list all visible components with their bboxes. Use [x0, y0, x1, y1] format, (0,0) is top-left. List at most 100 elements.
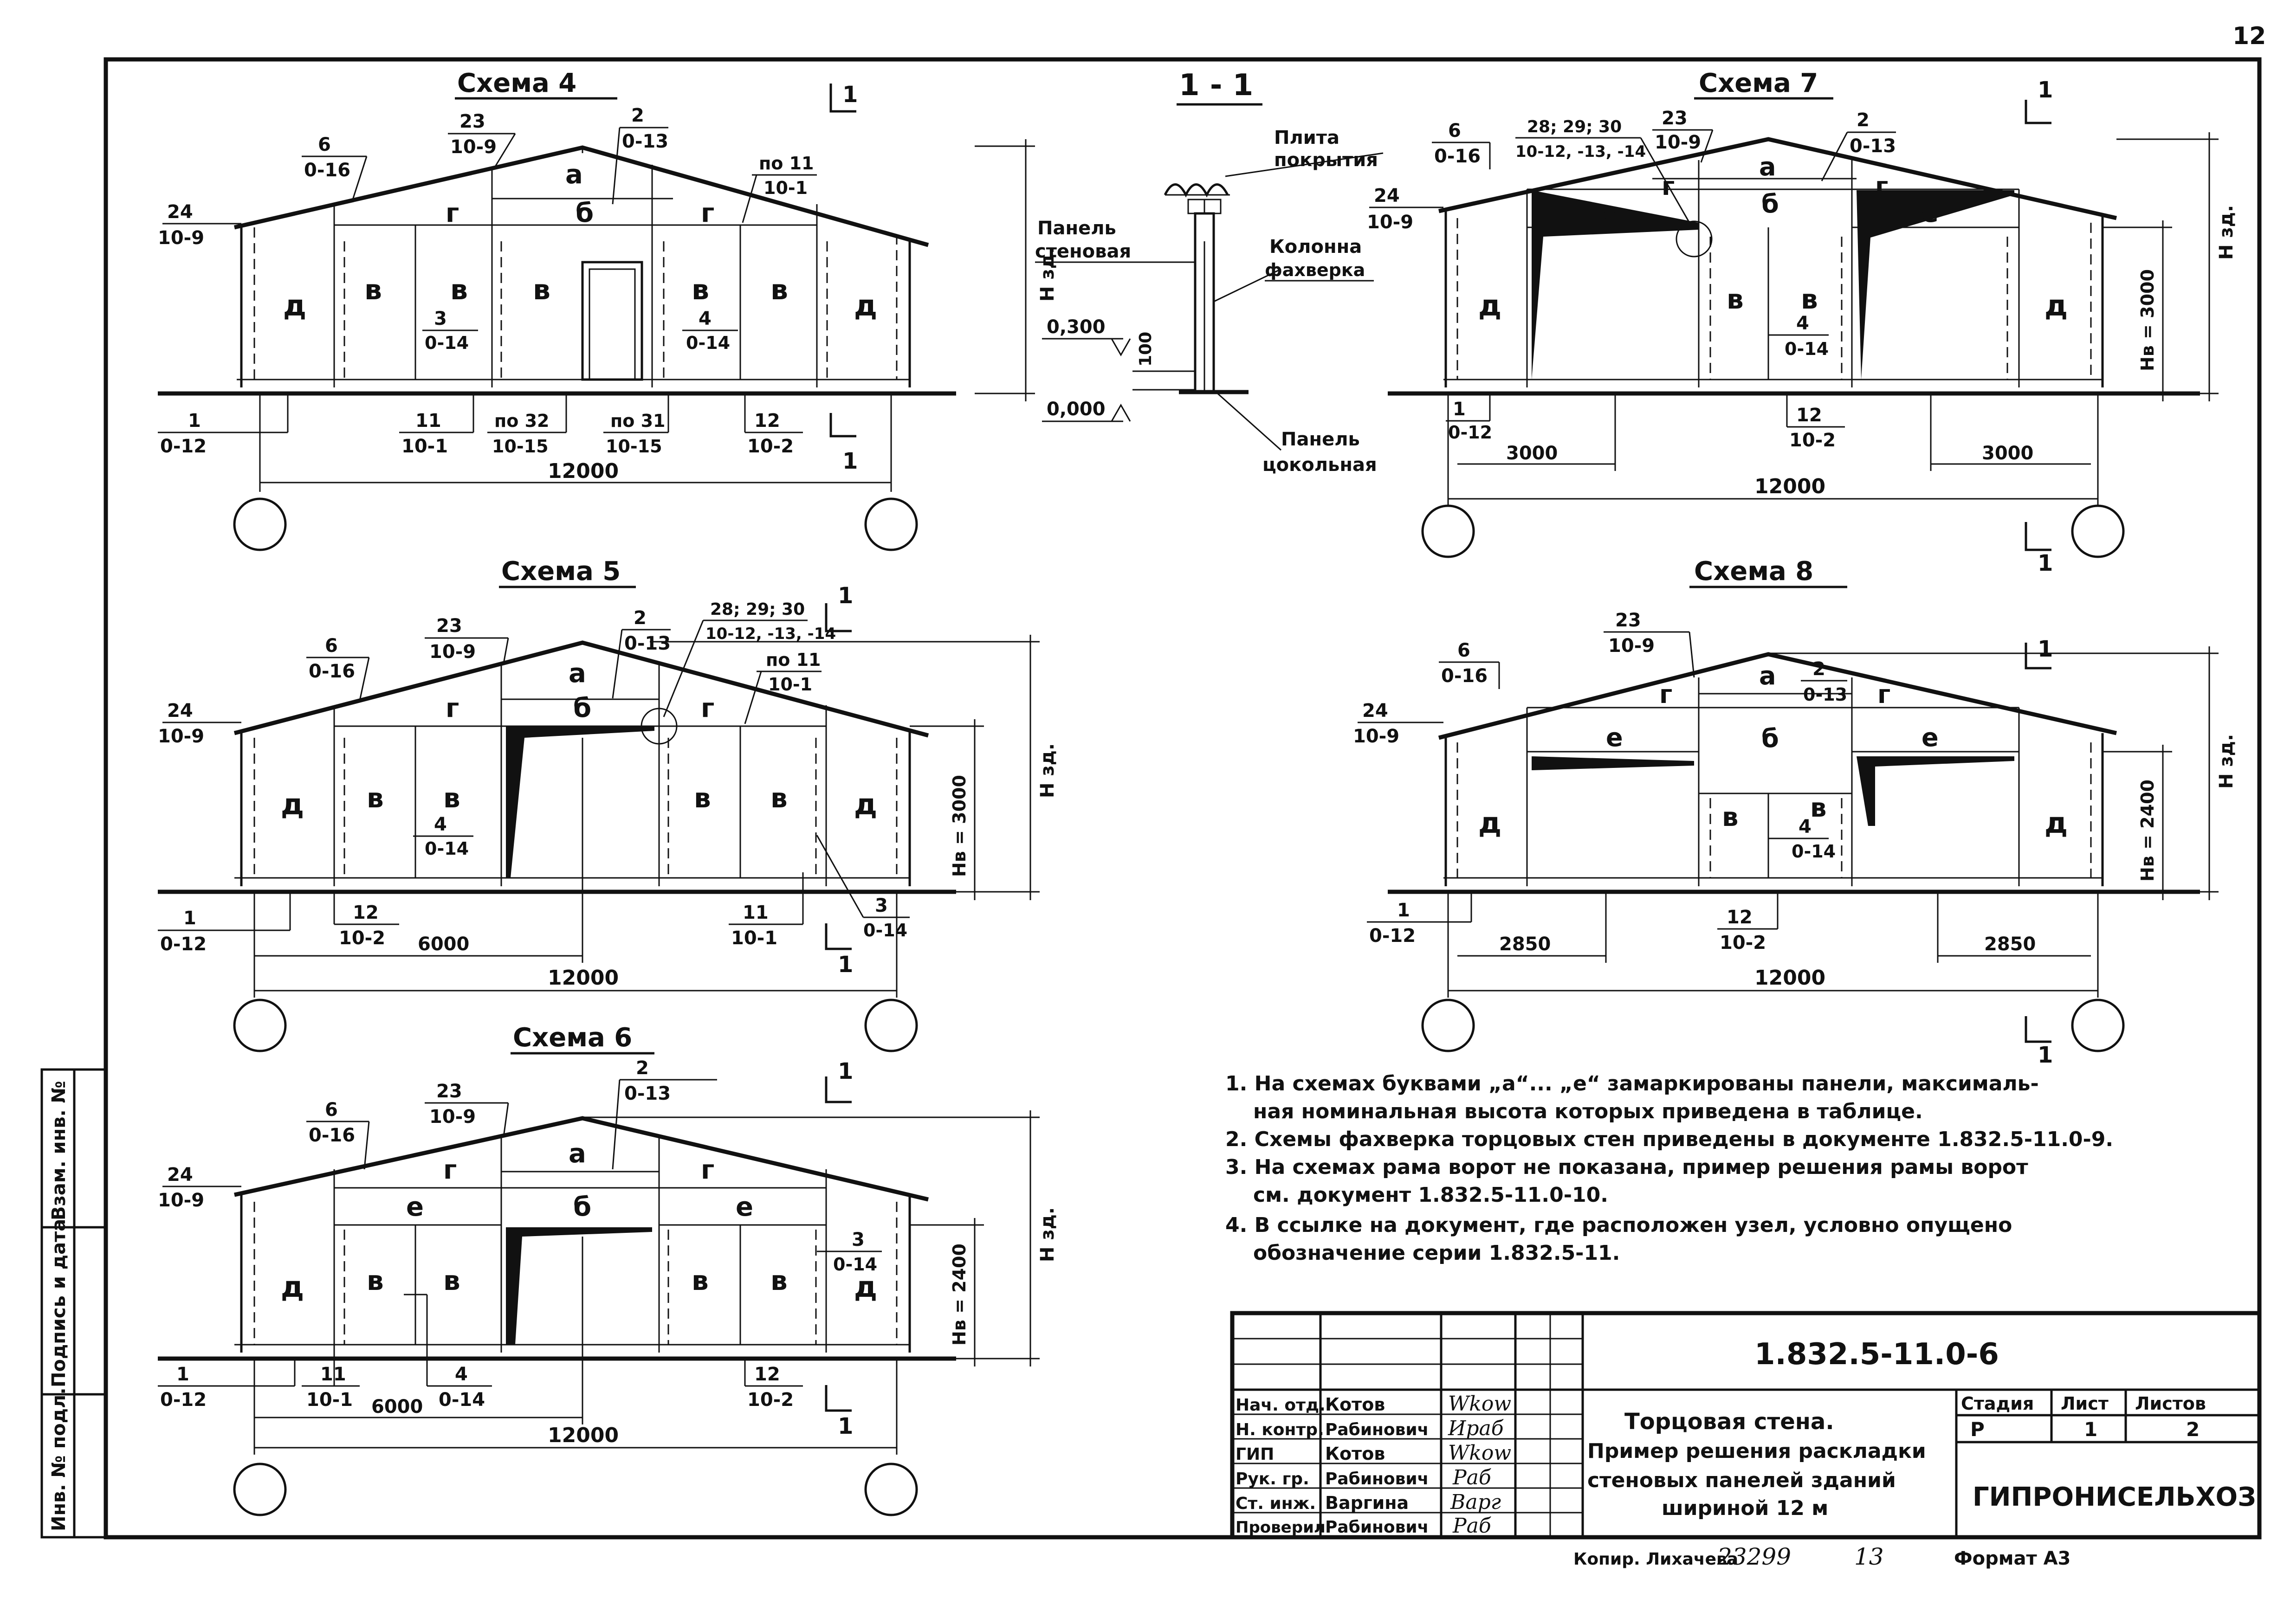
ref: 10-2 — [339, 928, 385, 949]
sheet-label: Лист — [2061, 1393, 2109, 1414]
ref: 0-13 — [624, 1083, 671, 1104]
signer-role: Проверил — [1236, 1518, 1326, 1537]
label-column: фахверка — [1265, 260, 1365, 280]
ref: 0-13 — [1850, 135, 1896, 157]
scheme-5: Схема 5 а б г г д д в в в в 24 10-9 6 — [158, 556, 1058, 1052]
ref: 10-1 — [306, 1389, 353, 1411]
scheme6-dim-left: 6000 — [371, 1396, 423, 1418]
ref: 0-13 — [624, 633, 671, 654]
ref: 24 — [167, 201, 193, 223]
scheme8-panel-v2: в — [1810, 793, 1826, 823]
ref: 24 — [1362, 700, 1388, 722]
scheme-6: Схема 6 а б г г е е д д в в в в 24 — [158, 1023, 1058, 1516]
notes: 1. На схемах буквами „а“... „е“ замаркир… — [1225, 1072, 2113, 1265]
signer-role: ГИП — [1236, 1445, 1274, 1464]
note-line: 3. На схемах рама ворот не показана, при… — [1225, 1155, 2028, 1179]
ref: 0-12 — [1448, 422, 1492, 443]
scheme7-panel-b: б — [1761, 189, 1779, 219]
ref: 10-9 — [1608, 635, 1655, 657]
scheme8-dim-left: 2850 — [1499, 934, 1551, 955]
scheme7-height: H зд. — [2216, 205, 2237, 260]
ref: 0-16 — [309, 1125, 355, 1146]
scheme6-panel-a: а — [569, 1139, 586, 1169]
scheme8-dim-right: 2850 — [1984, 934, 2036, 955]
scheme5-dim-left: 6000 — [418, 934, 469, 955]
scheme8-panel-a: а — [1759, 661, 1776, 690]
ref: 11 — [743, 902, 769, 923]
scheme5-panel-v1: в — [367, 782, 384, 814]
ref: 10-12, -13, -14 — [705, 625, 836, 643]
scheme4-panel-d1: д — [283, 289, 306, 322]
note-line: 4. В ссылке на документ, где расположен … — [1225, 1213, 2012, 1237]
cut-mark: 1 — [842, 448, 858, 474]
ref: 11 — [320, 1364, 346, 1385]
ref: 28; 29; 30 — [1527, 117, 1622, 136]
scheme7-hv: Hв = 3000 — [2137, 269, 2158, 371]
signer-role: Н. контр. — [1236, 1420, 1324, 1439]
stamp-replaced-inv: Взам. инв. № — [48, 1081, 70, 1220]
note-line: 2. Схемы фахверка торцовых стен приведен… — [1225, 1128, 2113, 1151]
scheme7-panel-v2: в — [1801, 284, 1818, 315]
scheme8-panel-b: б — [1761, 724, 1779, 753]
ref: 10-9 — [429, 641, 476, 663]
sheet-number: 12 — [2232, 22, 2266, 50]
ref: 6 — [1448, 120, 1461, 142]
ref: 10-9 — [158, 1190, 204, 1211]
ref: 0-16 — [1441, 665, 1488, 687]
scheme7-panel-e2: е — [1922, 199, 1939, 228]
signer-signature: Wkоw — [1448, 1392, 1511, 1416]
cut-mark: 1 — [2038, 1042, 2053, 1068]
scheme8-panel-e1: е — [1606, 723, 1623, 752]
cut-mark: 1 — [838, 1058, 853, 1084]
scheme7-panel-v1: в — [1727, 284, 1744, 315]
scheme6-panel-v3: в — [692, 1265, 709, 1296]
scheme5-panel-v4: в — [770, 782, 788, 814]
ref: 0-14 — [686, 333, 730, 353]
ref: 0-12 — [1369, 925, 1416, 947]
label-plinth: Панель — [1281, 429, 1360, 450]
signer-role: Ст. инж. — [1236, 1494, 1316, 1513]
scheme6-height: H зд. — [1037, 1207, 1058, 1262]
copy-label: Копир. Лихачева — [1573, 1550, 1738, 1569]
scheme4-height: H зд. — [1037, 247, 1058, 302]
signer-signature: Варг — [1450, 1490, 1501, 1514]
sheet-value: 1 — [2084, 1418, 2097, 1441]
scheme8-panel-v1: в — [1722, 802, 1738, 832]
scheme4-panel-v4: в — [692, 274, 709, 306]
ref: 4 — [699, 308, 712, 329]
ref: 6 — [318, 134, 331, 155]
ref: 24 — [167, 700, 193, 722]
ref: 6 — [325, 1099, 338, 1121]
scheme-4-title: Схема 4 — [457, 68, 576, 98]
scheme6-panel-b: б — [573, 1192, 591, 1222]
ref: 24 — [167, 1164, 193, 1186]
scheme7-dim-left: 3000 — [1506, 443, 1558, 464]
cut-mark: 1 — [838, 583, 853, 609]
scheme4-panel-g2: г — [701, 198, 714, 228]
scheme8-panel-g2: г — [1877, 680, 1890, 709]
title-block: Нач. отд. Котов Wkоw Н. контр. Рабинович… — [1230, 1311, 2262, 1540]
section-title: 1 - 1 — [1179, 68, 1253, 103]
document-code: 1.832.5-11.0-6 — [1754, 1337, 1999, 1372]
scheme6-panel-v4: в — [770, 1265, 788, 1296]
sheet-title-line: Торцовая стена. — [1624, 1409, 1834, 1435]
cut-mark: 1 — [2038, 636, 2053, 662]
scheme4-panel-v3: в — [533, 274, 550, 306]
scheme8-hv: Hв = 2400 — [2137, 780, 2158, 882]
scheme6-panel-g1: г — [443, 1155, 457, 1185]
scheme-8: Схема 8 а г г б е е д д в в 24 10-9 — [1353, 556, 2237, 1068]
ref: 0-12 — [160, 436, 207, 457]
scheme8-panel-d1: д — [1478, 806, 1501, 840]
ref: 6 — [1457, 640, 1470, 661]
ref: 12 — [1796, 405, 1822, 426]
ref: по 11 — [766, 650, 821, 670]
signer-signature: Раб — [1452, 1514, 1491, 1538]
note-line: см. документ 1.832.5-11.0-10. — [1253, 1183, 1608, 1207]
copy-number: 23299 — [1717, 1543, 1791, 1570]
ref: 10-9 — [1367, 212, 1413, 233]
scheme6-panel-d2: д — [854, 1270, 877, 1304]
ref: 10-1 — [401, 436, 448, 457]
note-line: ная номинальная высота которых приведена… — [1253, 1100, 1923, 1123]
ref: 10-9 — [1353, 726, 1399, 747]
